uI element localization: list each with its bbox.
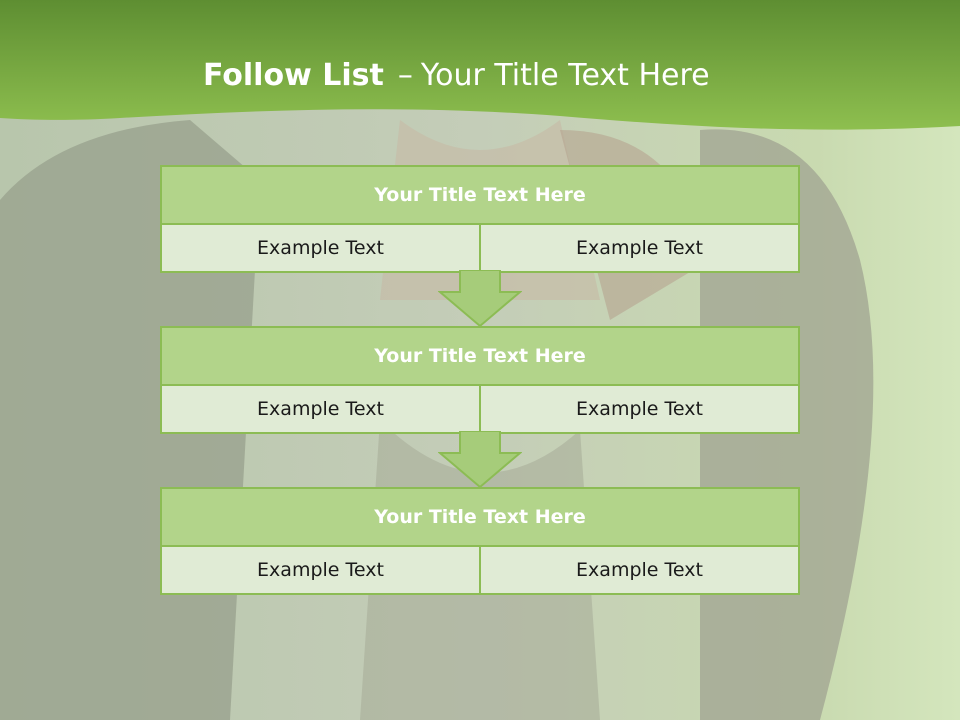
block-title[interactable]: Your Title Text Here — [162, 489, 798, 547]
block-row: Example Text Example Text — [162, 225, 798, 271]
slide-title-rest: Your Title Text Here — [420, 58, 710, 93]
list-block-1: Your Title Text Here Example Text Exampl… — [160, 165, 800, 273]
slide-title: Follow List–Your Title Text Here — [203, 54, 710, 98]
list-block-3: Your Title Text Here Example Text Exampl… — [160, 487, 800, 595]
block-title[interactable]: Your Title Text Here — [162, 328, 798, 386]
title-banner — [0, 0, 960, 130]
down-arrow-icon — [438, 431, 522, 489]
block-cell-left[interactable]: Example Text — [257, 237, 384, 259]
slide-title-separator: – — [397, 58, 413, 93]
block-cell-left[interactable]: Example Text — [257, 398, 384, 420]
down-arrow-icon — [438, 270, 522, 328]
block-row: Example Text Example Text — [162, 386, 798, 432]
block-cell-right[interactable]: Example Text — [479, 225, 798, 271]
block-cell-left[interactable]: Example Text — [257, 559, 384, 581]
block-row: Example Text Example Text — [162, 547, 798, 593]
block-title[interactable]: Your Title Text Here — [162, 167, 798, 225]
block-cell-right[interactable]: Example Text — [479, 386, 798, 432]
block-cell-right[interactable]: Example Text — [479, 547, 798, 593]
list-block-2: Your Title Text Here Example Text Exampl… — [160, 326, 800, 434]
slide-title-strong: Follow List — [203, 58, 384, 93]
